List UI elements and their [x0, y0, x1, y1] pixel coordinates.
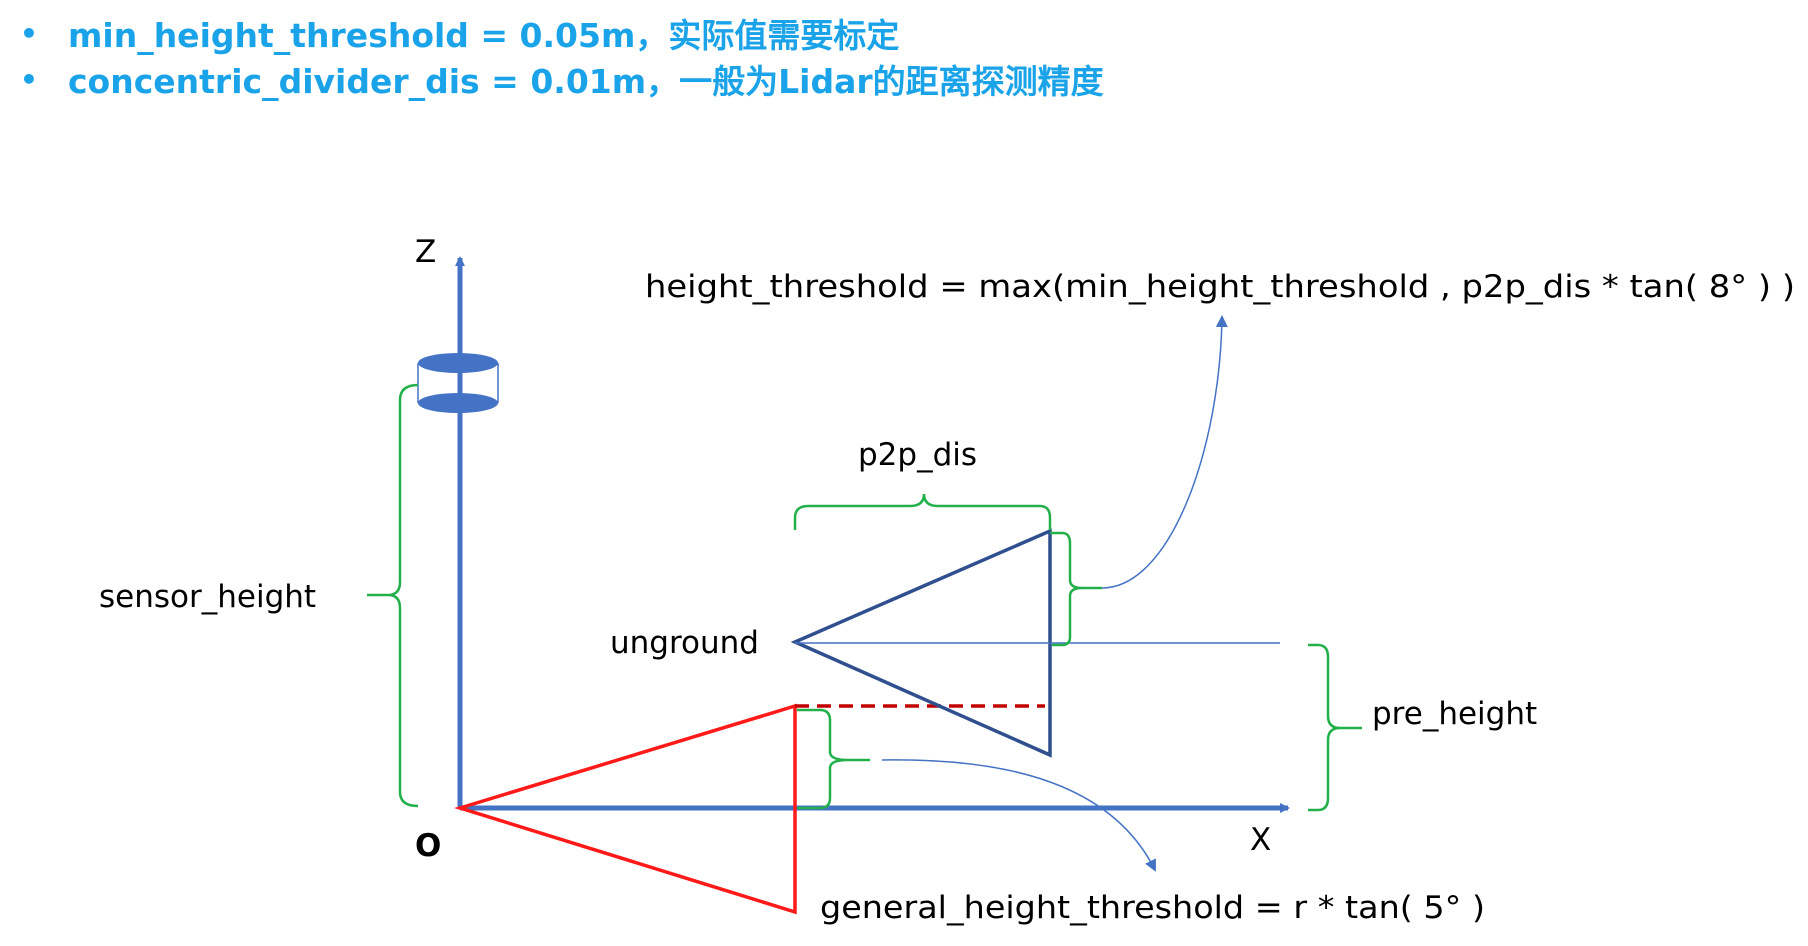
bullet-dot: •	[20, 62, 38, 96]
height-threshold-brace	[1050, 531, 1083, 647]
general-height-threshold-formula: general_height_threshold = r * tan( 5° )	[820, 890, 1485, 926]
bullet-item: • concentric_divider_dis = 0.01m，一般为Lida…	[20, 56, 1104, 102]
general-threshold-triangle	[454, 703, 797, 915]
height-threshold-formula: height_threshold = max(min_height_thresh…	[645, 269, 1795, 305]
general-threshold-arrow	[881, 759, 1156, 872]
bullet-text: min_height_threshold = 0.05m，实际值需要标定	[68, 16, 900, 55]
sensor-height-label: sensor_height	[99, 579, 316, 615]
origin-label: O	[415, 828, 441, 864]
p2p-dis-label: p2p_dis	[858, 437, 977, 473]
lidar-sensor-icon	[417, 353, 499, 413]
unground-label: unground	[610, 625, 759, 661]
pre-height-brace	[1308, 643, 1341, 812]
z-axis-label: Z	[415, 234, 436, 270]
bullet-dot: •	[20, 16, 38, 50]
p2p-dis-brace	[793, 493, 1052, 530]
sensor-height-brace	[387, 383, 419, 808]
height-threshold-arrow	[1101, 315, 1228, 589]
bullet-text: concentric_divider_dis = 0.01m，一般为Lidar的…	[68, 62, 1104, 101]
pre-height-label: pre_height	[1372, 696, 1537, 732]
bullet-list: • min_height_threshold = 0.05m，实际值需要标定 •…	[20, 10, 1104, 102]
general-threshold-brace	[797, 708, 849, 810]
bullet-item: • min_height_threshold = 0.05m，实际值需要标定	[20, 10, 1104, 56]
x-axis-label: X	[1250, 822, 1271, 858]
